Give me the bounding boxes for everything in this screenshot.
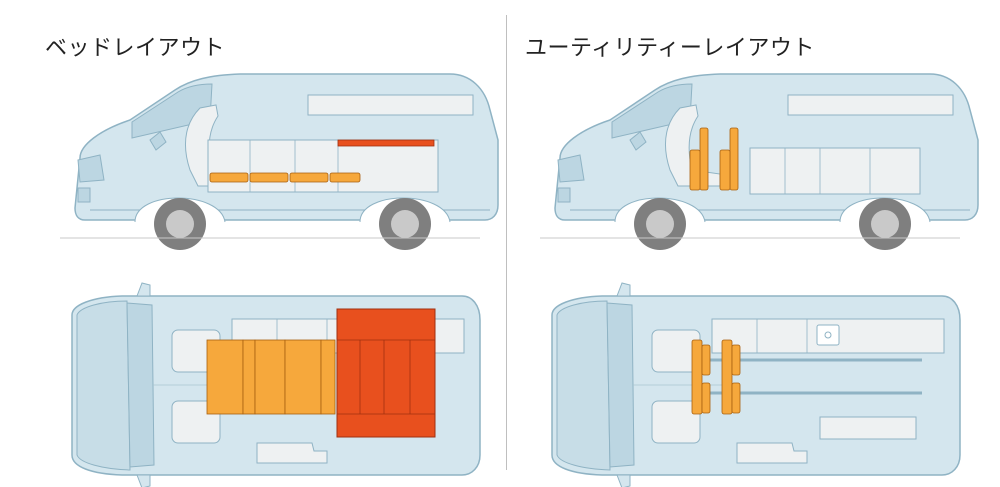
- utility-side-view: [554, 73, 979, 251]
- utility-layout-title: ユーティリティーレイアウト: [525, 36, 815, 61]
- center-divider: [506, 15, 507, 470]
- utility-top-view: [551, 282, 961, 487]
- bed-layout-title: ベッドレイアウト: [45, 36, 226, 61]
- bed-top-view: [71, 282, 481, 487]
- bed-side-view: [74, 73, 499, 251]
